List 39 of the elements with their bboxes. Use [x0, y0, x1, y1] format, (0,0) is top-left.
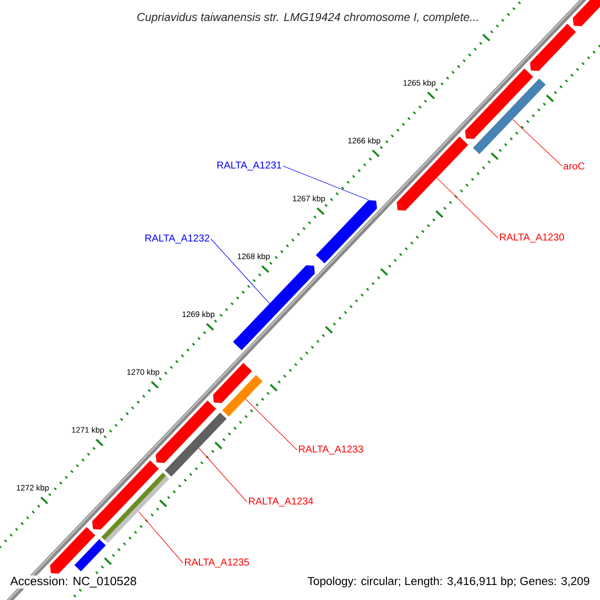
gene-block: [50, 527, 96, 574]
gene-bar: [472, 78, 546, 154]
gene-block: [465, 68, 534, 140]
topology-text: Topology: circular; Length: 3,416,911 bp; Genes: 3,209: [306, 576, 591, 588]
gene-block: [572, 0, 600, 26]
leader-line: [245, 398, 298, 450]
tick-label: 1272 kbp: [16, 484, 49, 492]
gene-label: RALTA_A1233: [299, 446, 363, 454]
accession-text: Accession: NC_010528: [9, 575, 138, 589]
tick-label: 1271 kbp: [72, 426, 104, 434]
tick-label: 1265 kbp: [404, 80, 436, 88]
leader-line: [198, 448, 248, 502]
leader-line: [138, 511, 184, 564]
tick-label: 1267 kbp: [293, 195, 325, 203]
tick-label: 1266 kbp: [348, 138, 380, 146]
leader-line: [282, 166, 369, 200]
gene-label: RALTA_A1232: [145, 234, 210, 244]
tick-label: 1269 kbp: [182, 311, 214, 319]
leader-line: [210, 238, 270, 304]
gene-block: [92, 460, 159, 530]
title: Cupriavidus taiwanensis str. LMG19424 chromosome I, complete...: [137, 12, 478, 24]
gene-block: [530, 24, 576, 72]
gene-bar: [101, 472, 170, 544]
gene-label: RALTA_A1231: [217, 162, 282, 170]
gene-bar: [222, 374, 263, 417]
leader-line: [436, 178, 498, 238]
gene-block: [233, 265, 315, 350]
gene-block: [213, 362, 252, 403]
gene-bar: [74, 539, 106, 572]
gene-label: aroC: [564, 162, 584, 170]
tick-label: 1270 kbp: [127, 368, 160, 376]
gene-block: [396, 136, 468, 211]
gene-bar: [164, 412, 227, 477]
gene-label: RALTA_A1234: [249, 498, 314, 506]
tick-label: 1268 kbp: [238, 253, 270, 261]
leader-line: [512, 119, 562, 166]
gene-block: [156, 400, 216, 464]
gene-label: RALTA_A1235: [185, 558, 249, 568]
gene-label: RALTA_A1230: [500, 234, 564, 242]
